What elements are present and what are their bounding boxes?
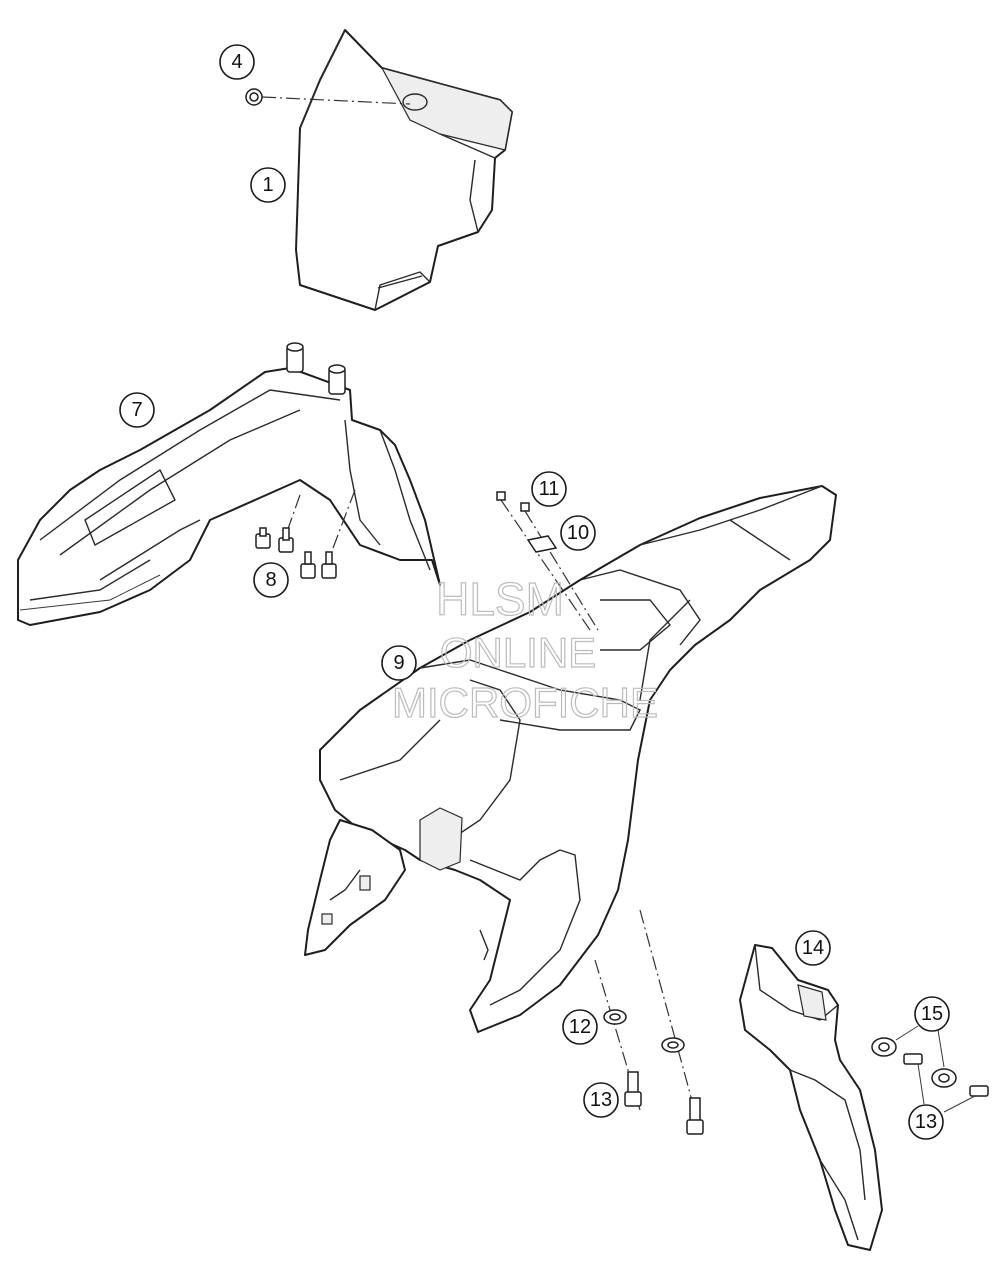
callout-10: 10 bbox=[560, 515, 596, 551]
callout-13-right: 13 bbox=[908, 1104, 944, 1140]
callout-12-label: 12 bbox=[569, 1016, 591, 1038]
callout-13-right-label: 13 bbox=[915, 1111, 937, 1133]
callout-14-label: 14 bbox=[802, 937, 824, 959]
side-guard-part bbox=[739, 944, 883, 1251]
clip-10 bbox=[526, 535, 558, 553]
callout-7-label: 7 bbox=[131, 399, 142, 421]
callout-14: 14 bbox=[795, 930, 831, 966]
callout-8-label: 8 bbox=[265, 569, 276, 591]
front-fender-part bbox=[17, 342, 441, 626]
fastener-4 bbox=[245, 88, 263, 106]
bushing-12-left bbox=[594, 959, 642, 1111]
callout-4: 4 bbox=[219, 44, 255, 80]
callout-1: 1 bbox=[250, 167, 286, 203]
leader-line bbox=[943, 1095, 976, 1113]
leader-line bbox=[917, 1063, 925, 1105]
rear-fender-part bbox=[319, 485, 837, 1033]
callout-8: 8 bbox=[253, 562, 289, 598]
leader-line bbox=[895, 1025, 919, 1041]
callout-4-label: 4 bbox=[231, 51, 242, 73]
bolt-set-8 bbox=[255, 489, 356, 579]
callout-13-left: 13 bbox=[583, 1082, 619, 1118]
leader-line bbox=[937, 1029, 945, 1068]
callout-11: 11 bbox=[531, 471, 567, 507]
callout-11-label: 11 bbox=[539, 478, 560, 500]
watermark-line-2: ONLINE bbox=[440, 629, 596, 676]
callout-7: 7 bbox=[119, 392, 155, 428]
callout-15-label: 15 bbox=[921, 1003, 943, 1025]
watermark: HLSM ONLINE MICROFICHE bbox=[391, 572, 658, 726]
callout-13-left-label: 13 bbox=[590, 1089, 612, 1111]
watermark-line-3: MICROFICHE bbox=[392, 679, 658, 726]
screw-11 bbox=[496, 491, 599, 631]
leader-line bbox=[261, 96, 411, 105]
watermark-line-1: HLSM bbox=[436, 573, 564, 625]
callout-9: 9 bbox=[381, 645, 417, 681]
number-plate-part bbox=[295, 29, 513, 311]
callout-12: 12 bbox=[562, 1009, 598, 1045]
bushing-12-right bbox=[639, 909, 704, 1135]
callout-15: 15 bbox=[914, 996, 950, 1032]
callout-1-label: 1 bbox=[262, 174, 273, 196]
bushing-15 bbox=[871, 1037, 989, 1097]
callout-9-label: 9 bbox=[393, 652, 404, 674]
callout-10-label: 10 bbox=[567, 522, 589, 544]
mud-flap-part bbox=[304, 819, 489, 961]
